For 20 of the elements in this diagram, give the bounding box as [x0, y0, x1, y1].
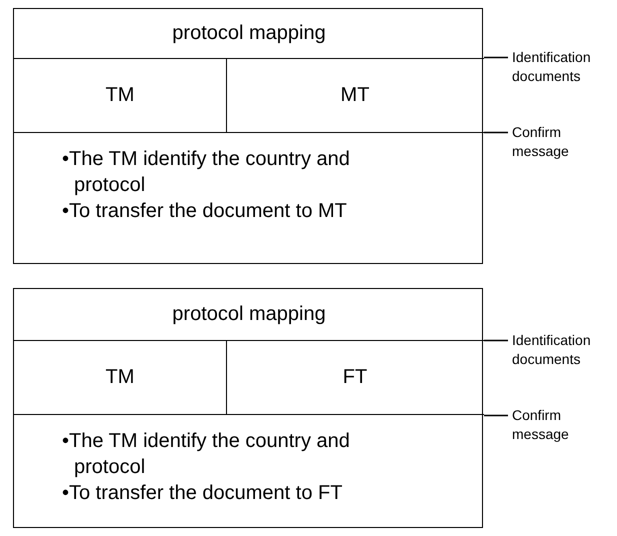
bullet-text: •To transfer the document to MT	[62, 199, 348, 224]
table-header: protocol mapping	[14, 9, 484, 59]
table-header: protocol mapping	[14, 289, 484, 341]
annotation-label: Confirm message	[512, 123, 612, 161]
bullet-text: •The TM identify the country and protocol	[62, 429, 351, 480]
table-cell: TM	[14, 340, 227, 415]
table-frame	[13, 288, 483, 528]
leader-line	[484, 132, 508, 134]
annotation-label: Identification documents	[512, 331, 612, 369]
table-frame	[13, 8, 483, 264]
leader-line	[484, 56, 508, 58]
leader-line	[484, 340, 508, 342]
table-cell: MT	[226, 58, 484, 133]
bullet-text: •To transfer the document to FT	[62, 481, 344, 506]
table-cell: TM	[14, 58, 227, 133]
bullet-text: •The TM identify the country and protocol	[62, 147, 351, 198]
leader-line	[484, 414, 508, 416]
table-cell: FT	[226, 340, 484, 415]
annotation-label: Confirm message	[512, 406, 612, 444]
annotation-label: Identification documents	[512, 48, 612, 86]
